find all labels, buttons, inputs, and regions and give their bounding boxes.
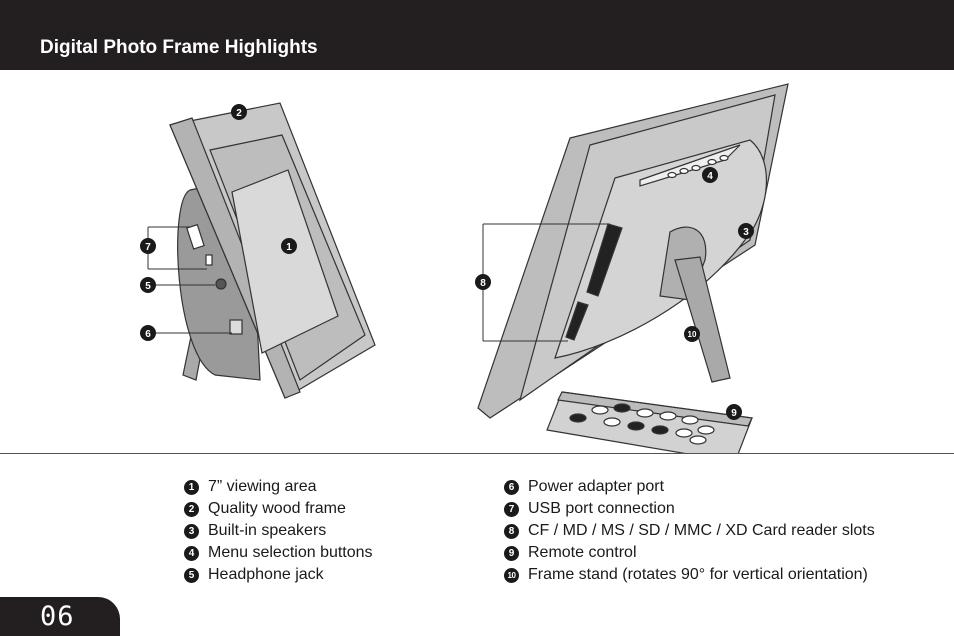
legend-item: 10 Frame stand (rotates 90° for vertical … [504,564,875,586]
legend-text: Frame stand (rotates 90° for vertical or… [528,566,868,583]
legend-item: 9 Remote control [504,542,875,564]
legend-number: 6 [504,480,519,495]
legend-number: 10 [504,568,519,583]
legend-number: 1 [184,480,199,495]
legend-item: 7 USB port connection [504,498,875,520]
legend-number: 7 [504,502,519,517]
legend-number: 2 [184,502,199,517]
legend-text: Power adapter port [528,478,665,495]
legend-number: 9 [504,546,519,561]
legend-text: USB port connection [528,500,675,517]
legend-number: 3 [184,524,199,539]
callout-9: 9 [731,408,737,419]
callout-markers [140,104,754,420]
leader-lines [147,223,610,342]
device-illustration: 2 1 7 5 6 4 3 8 10 9 [140,83,789,453]
callout-4: 4 [707,171,713,182]
callout-6: 6 [145,329,151,340]
legend-text: Built-in speakers [208,522,327,539]
legend-number: 5 [184,568,199,583]
legend-item: 4 Menu selection buttons [184,542,373,564]
legend-item: 3 Built-in speakers [184,520,373,542]
legend-text: Remote control [528,544,637,561]
callout-7: 7 [145,242,151,253]
back-view-frame [477,83,789,419]
page-number: 06 [40,601,75,632]
legend-item: 2 Quality wood frame [184,498,373,520]
page-title: Digital Photo Frame Highlights [40,37,318,58]
callout-5: 5 [145,281,151,292]
legend-text: Quality wood frame [208,500,346,517]
callout-10: 10 [688,330,697,339]
callout-2: 2 [236,108,242,119]
legend-right: 6 Power adapter port 7 USB port connection… [504,476,875,586]
header-bar: Digital Photo Frame Highlights [0,0,954,70]
legend-item: 8 CF / MD / MS / SD / MMC / XD Card reade… [504,520,875,542]
divider-line [0,453,954,454]
legend-item: 1 7” viewing area [184,476,373,498]
remote-control [546,391,753,453]
legend-text: 7” viewing area [208,478,317,495]
front-view-frame [169,102,376,399]
callout-8: 8 [480,278,486,289]
callout-labels: 2 1 7 5 6 4 3 8 10 9 [145,108,749,419]
legend-text: Menu selection buttons [208,544,373,561]
callout-3: 3 [743,227,749,238]
legend-number: 8 [504,524,519,539]
page-number-tab: 06 [0,597,120,636]
legend-text: Headphone jack [208,566,324,583]
legend-left: 1 7” viewing area 2 Quality wood frame 3 Bu… [184,476,373,586]
legend-item: 6 Power adapter port [504,476,875,498]
legend-text: CF / MD / MS / SD / MMC / XD Card reader… [528,522,875,539]
legend-item: 5 Headphone jack [184,564,373,586]
legend-number: 4 [184,546,199,561]
callout-1: 1 [286,242,292,253]
